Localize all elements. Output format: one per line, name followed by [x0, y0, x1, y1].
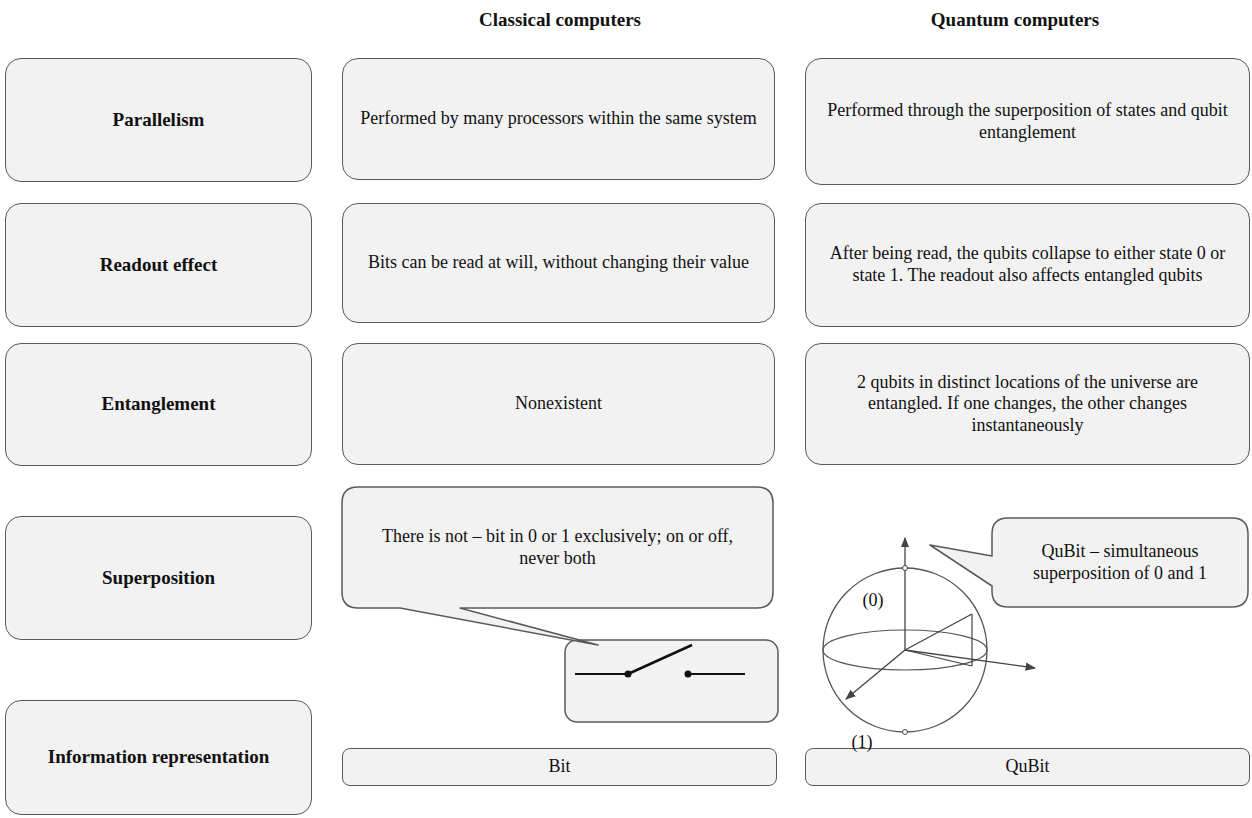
y-axis	[905, 650, 1035, 668]
cell-text: There is not – bit in 0 or 1 exclusively…	[360, 526, 755, 569]
quantum-box: Performed through the superposition of s…	[805, 58, 1250, 185]
column-header: Classical computers	[479, 9, 641, 31]
value-box: Bit	[342, 748, 777, 786]
cell-text: Nonexistent	[515, 393, 602, 415]
switch-box	[565, 640, 778, 722]
quantum-box: After being read, the qubits collapse to…	[805, 203, 1250, 327]
row-heading: Parallelism	[113, 109, 205, 132]
switch-symbol	[565, 640, 778, 722]
row-header-box: Information representation	[5, 700, 312, 815]
row-heading: Superposition	[102, 567, 215, 590]
row-header-box: Superposition	[5, 516, 312, 640]
cell-text: Performed through the superposition of s…	[820, 100, 1235, 143]
switch-wire	[688, 673, 745, 675]
state-label: (1)	[852, 732, 873, 753]
speech-bubble: There is not – bit in 0 or 1 exclusively…	[342, 487, 773, 608]
switch-pivot	[625, 671, 632, 678]
cell-text: QuBit	[1005, 756, 1049, 778]
state-label: (0)	[863, 590, 884, 611]
classical-box: Performed by many processors within the …	[342, 58, 775, 180]
row-heading: Entanglement	[102, 393, 216, 416]
speech-bubble: QuBit – simultaneous superposition of 0 …	[992, 518, 1248, 607]
pole-dot	[903, 566, 908, 571]
bubble-shape	[930, 518, 1248, 607]
state-vector	[905, 614, 972, 650]
bubble-shape	[342, 487, 773, 645]
row-heading: Information representation	[48, 746, 269, 769]
cell-text: After being read, the qubits collapse to…	[820, 243, 1235, 286]
column-header: Quantum computers	[931, 9, 1099, 31]
row-header-box: Readout effect	[5, 203, 312, 327]
switch-wire	[575, 673, 628, 675]
quantum-box: 2 qubits in distinct locations of the un…	[805, 343, 1250, 465]
value-box: QuBit	[805, 748, 1250, 786]
cell-text: 2 qubits in distinct locations of the un…	[820, 372, 1235, 437]
x-axis	[846, 650, 905, 699]
cell-text: Bit	[548, 756, 570, 778]
z-axis	[904, 538, 905, 650]
cell-text: QuBit – simultaneous superposition of 0 …	[1002, 541, 1238, 584]
cell-text: Bits can be read at will, without changi…	[368, 252, 749, 274]
row-header-box: Parallelism	[5, 58, 312, 182]
row-header-box: Entanglement	[5, 343, 312, 466]
projection-line	[971, 614, 972, 666]
switch-lever	[628, 645, 692, 674]
projection-line	[905, 650, 972, 666]
pole-dot	[903, 730, 908, 735]
classical-box: Nonexistent	[342, 343, 775, 465]
row-heading: Readout effect	[100, 254, 218, 277]
cell-text: Performed by many processors within the …	[360, 108, 756, 130]
classical-box: Bits can be read at will, without changi…	[342, 203, 775, 323]
